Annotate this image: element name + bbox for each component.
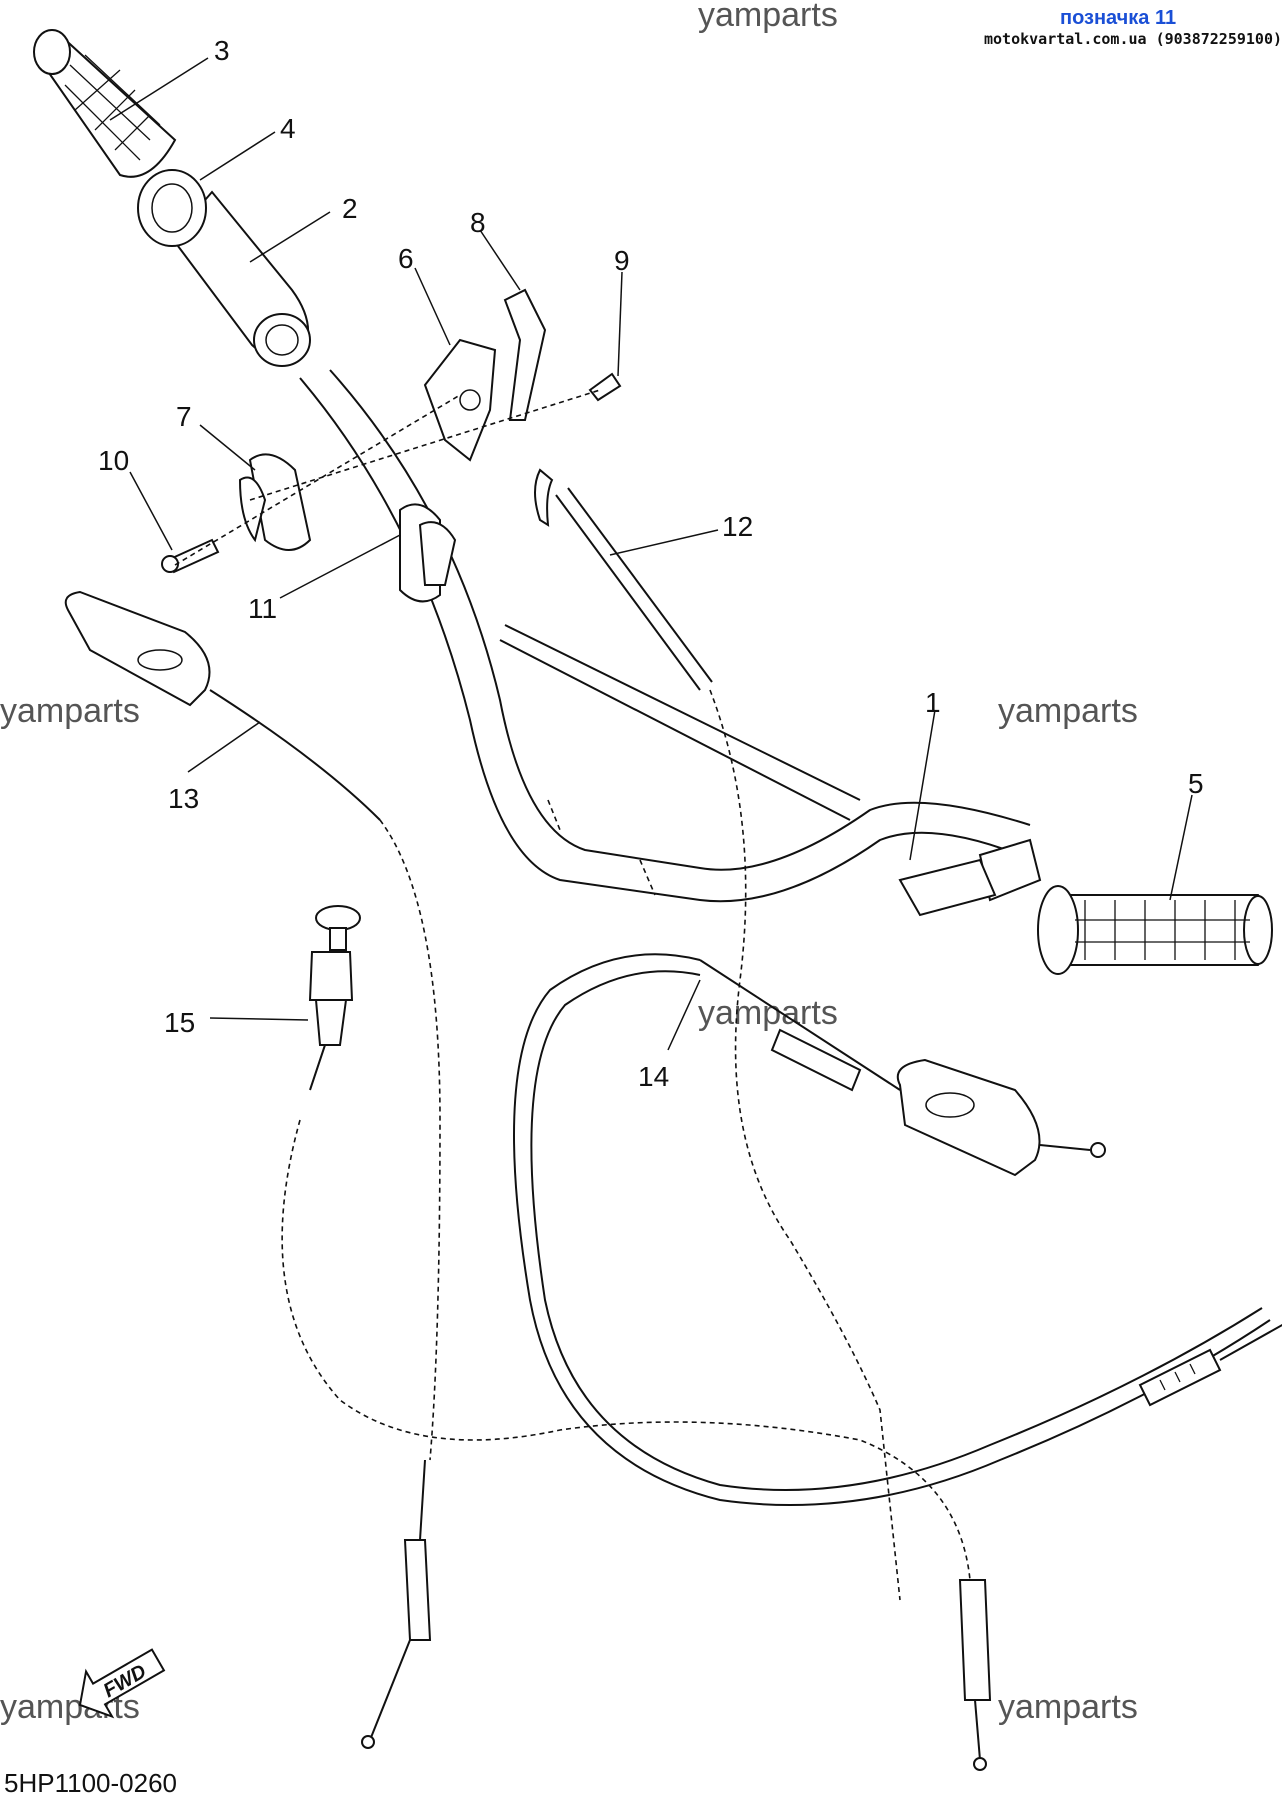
- diagram-code: 5HP1100-0260: [4, 1768, 177, 1798]
- callout-4: 4: [280, 113, 296, 144]
- right-grip: [898, 838, 1273, 975]
- callout-14: 14: [638, 1061, 669, 1092]
- callouts: 1 2 3 4 5 6 7 8 9 10 11 12 13 14 15: [98, 35, 1204, 1092]
- throttle-housing-upper: [423, 338, 497, 462]
- callout-9: 9: [614, 245, 630, 276]
- starter-knob-cable: [281, 905, 992, 1771]
- watermark: yamparts: [998, 692, 1138, 730]
- watermark: yamparts: [698, 994, 838, 1032]
- callout-2: 2: [342, 193, 358, 224]
- callout-8: 8: [470, 207, 486, 238]
- throttle-tube: [170, 190, 311, 367]
- callout-7: 7: [176, 401, 192, 432]
- callout-12: 12: [722, 511, 753, 542]
- screw-9: [588, 372, 622, 402]
- leader-lines: [109, 57, 1193, 1051]
- hot-start-cable: [513, 953, 1282, 1506]
- callout-1: 1: [925, 687, 941, 718]
- handlebar: [299, 369, 1031, 903]
- header-label: позначка 11: [1060, 7, 1176, 29]
- clamp-11: [399, 503, 457, 603]
- grip-collar: [137, 169, 207, 247]
- clutch-cable: [209, 689, 441, 1749]
- callout-6: 6: [398, 243, 414, 274]
- callout-15: 15: [164, 1007, 195, 1038]
- cable-guide-bracket: [503, 288, 547, 421]
- callout-13: 13: [168, 783, 199, 814]
- watermark: yamparts: [698, 0, 838, 34]
- throttle-cable: [534, 468, 901, 1601]
- hot-start-lever: [896, 1058, 1106, 1177]
- callout-10: 10: [98, 445, 129, 476]
- header-source: motokvartal.com.ua (903872259100): [984, 30, 1282, 48]
- screw-10: [161, 538, 220, 574]
- watermark: yamparts: [0, 692, 140, 730]
- callout-5: 5: [1188, 768, 1204, 799]
- clutch-lever: [64, 590, 211, 707]
- callout-3: 3: [214, 35, 230, 66]
- throttle-housing-lower: [238, 453, 312, 551]
- left-grip: [33, 29, 177, 178]
- callout-11: 11: [248, 593, 277, 624]
- watermark: yamparts: [998, 1688, 1138, 1726]
